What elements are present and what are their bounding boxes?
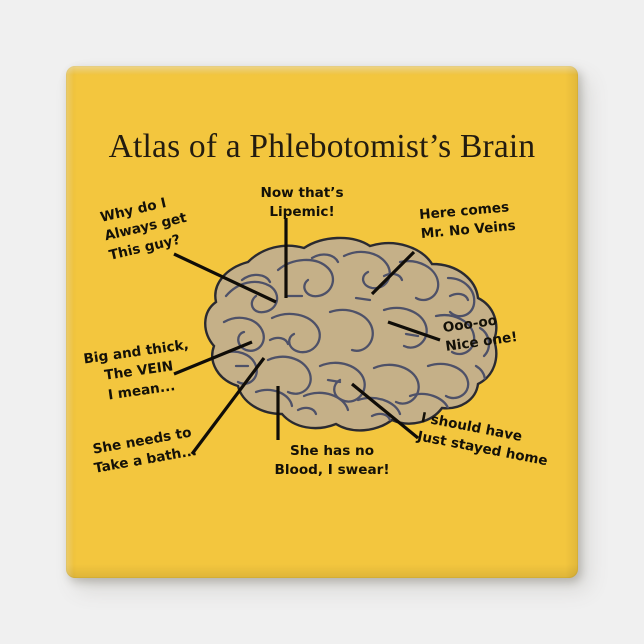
- callout-line: She has no: [289, 443, 375, 459]
- page-title: Atlas of a Phlebotomist’s Brain: [108, 128, 536, 165]
- leader-line-herecomes: [370, 250, 416, 296]
- brain-gyri-lines: [220, 250, 491, 422]
- brain-shape: [204, 236, 498, 432]
- callout-she-has-no-blood-i-swear: She has no Blood, I swear!: [252, 442, 412, 481]
- leader-lines: [173, 218, 441, 455]
- leader-line-shouldhave: [350, 382, 420, 440]
- square-magnet-product[interactable]: Atlas of a Phlebotomist’s Brain: [66, 66, 578, 578]
- brain-illustration-svg: [173, 218, 498, 455]
- brain-diagram: [66, 66, 578, 578]
- leader-line-oooo: [387, 320, 441, 342]
- callout-line: Blood, I swear!: [274, 462, 390, 479]
- leader-line-why: [173, 252, 277, 304]
- callout-line: Lipemic!: [269, 204, 335, 221]
- callout-line: Now that’s: [260, 185, 344, 201]
- callout-now-thats-lipemic: Now that’s Lipemic!: [242, 184, 362, 223]
- callout-here-comes-mr-no-veins: Here comes Mr. No Veins: [418, 198, 517, 245]
- leader-line-needsbath: [190, 357, 266, 455]
- leader-line-bigthick: [173, 340, 253, 376]
